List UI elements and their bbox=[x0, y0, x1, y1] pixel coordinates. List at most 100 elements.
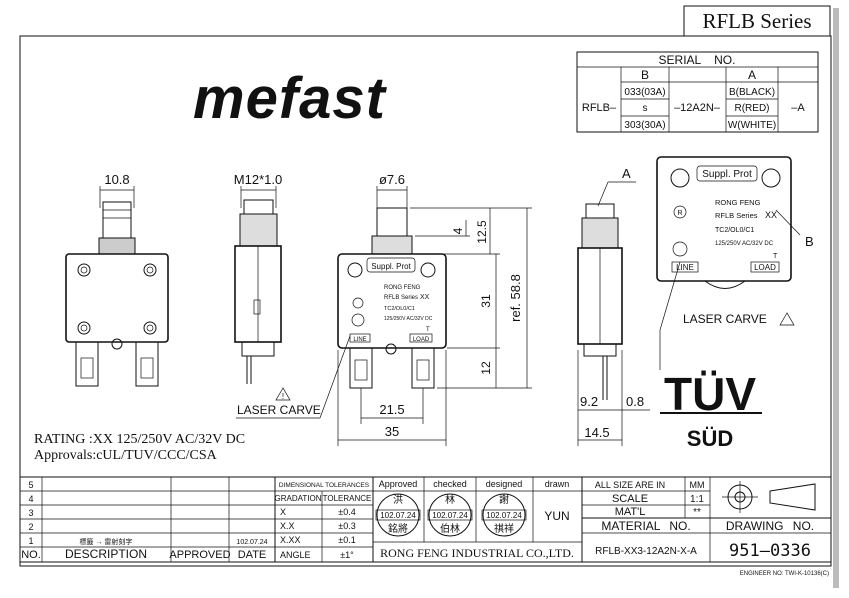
dim-14-5: 14.5 bbox=[584, 425, 609, 440]
seal-checked: 林 102.07.24 伯林 bbox=[427, 493, 473, 537]
scale-value: 1:1 bbox=[690, 494, 704, 505]
dim-21-5: 21.5 bbox=[379, 402, 404, 417]
tol-r2-grade: X.X bbox=[280, 521, 295, 531]
svg-text:102.07.24: 102.07.24 bbox=[380, 511, 416, 520]
rev-4: 4 bbox=[28, 494, 33, 504]
dim-12: 12 bbox=[479, 361, 493, 375]
svg-text:洪: 洪 bbox=[393, 494, 403, 506]
rev-1: 1 bbox=[28, 536, 33, 546]
detail-ul-mark: R bbox=[677, 210, 682, 217]
svg-text:祺祥: 祺祥 bbox=[494, 522, 514, 535]
callout-a: A bbox=[622, 166, 631, 181]
svg-text:102.07.24: 102.07.24 bbox=[486, 511, 522, 520]
serial-middle: –12A2N– bbox=[674, 102, 721, 114]
dim-thread: M12*1.0 bbox=[234, 172, 282, 187]
matl-value: ** bbox=[693, 507, 701, 518]
rev-5: 5 bbox=[28, 480, 33, 490]
tol-r2-val: ±0.3 bbox=[338, 521, 355, 531]
detail-xx: XX bbox=[765, 210, 777, 220]
drawn-by: YUN bbox=[544, 509, 569, 523]
projection-symbol-icon bbox=[722, 481, 816, 513]
brand-logo: mefast bbox=[193, 66, 388, 131]
tol-title: DIMENSIONAL TOLERANCES bbox=[279, 482, 370, 489]
warning-mark: ! bbox=[282, 392, 284, 401]
series-title: RFLB Series bbox=[702, 9, 811, 33]
warning-icon-right bbox=[779, 312, 795, 326]
serial-title: SERIAL NO. bbox=[659, 53, 736, 67]
scale-label: SCALE bbox=[612, 493, 648, 505]
detail-rating: 125/250V AC/32V DC bbox=[715, 241, 774, 247]
laser-carve-note-left: LASER CARVE bbox=[237, 403, 321, 417]
tol-col1: GRADATION bbox=[275, 494, 322, 503]
dim-diameter: ø7.6 bbox=[379, 172, 405, 187]
serial-a-red: R(RED) bbox=[735, 103, 770, 114]
sig-drawn: drawn bbox=[545, 479, 570, 489]
dim-12-5: 12.5 bbox=[475, 220, 489, 244]
tol-r3-val: ±0.1 bbox=[338, 535, 355, 545]
material-label: MATERIAL NO. bbox=[601, 519, 690, 533]
sheet-border bbox=[19, 35, 832, 567]
detail-std: TC2/OL0/C1 bbox=[715, 227, 754, 234]
dim-4: 4 bbox=[451, 227, 465, 234]
hdr-approved: APPROVED bbox=[169, 549, 230, 561]
tol-r4-grade: ANGLE bbox=[280, 550, 311, 560]
front-view: 10.8 bbox=[65, 172, 169, 387]
dim-9-2: 9.2 bbox=[580, 394, 598, 409]
serial-a-black: B(BLACK) bbox=[729, 87, 775, 98]
serial-b-min: 033(03A) bbox=[624, 87, 665, 98]
rev-3: 3 bbox=[28, 508, 33, 518]
tuv-logo-top: TÜV bbox=[664, 368, 756, 420]
svg-text:林: 林 bbox=[445, 493, 455, 506]
detail-maker: RONG FENG bbox=[715, 198, 761, 207]
detail-suppl-prot: Suppl. Prot bbox=[702, 169, 752, 180]
size-label: ALL SIZE ARE IN bbox=[595, 480, 665, 490]
tuv-logo: TÜV SÜD bbox=[660, 368, 762, 451]
dim-width-10-8: 10.8 bbox=[104, 172, 129, 187]
detail-line: LINE bbox=[676, 263, 694, 272]
drawing-number: 951–0336 bbox=[729, 541, 811, 561]
serial-table: SERIAL NO. B A RFLB– 033(03A) s 303(30A)… bbox=[576, 51, 819, 133]
dim-0-8: 0.8 bbox=[626, 394, 644, 409]
sig-checked: checked bbox=[433, 479, 467, 489]
serial-suffix: –A bbox=[791, 102, 805, 114]
sig-approved: Approved bbox=[379, 479, 418, 489]
label-line: LINE bbox=[353, 337, 366, 343]
detail-series: RFLB Series bbox=[715, 211, 758, 220]
material-value: RFLB-XX3-12A2N-X-A bbox=[595, 546, 697, 557]
label-series: RFLB Series bbox=[384, 295, 418, 301]
approvals-line: Approvals:cUL/TUV/CCC/CSA bbox=[34, 448, 218, 463]
tol-r4-val: ±1° bbox=[340, 550, 354, 560]
hdr-no: NO. bbox=[21, 549, 41, 561]
hdr-description: DESCRIPTION bbox=[65, 547, 147, 561]
svg-text:伯林: 伯林 bbox=[440, 522, 460, 535]
matl-label: MAT'L bbox=[615, 506, 646, 518]
ul-mark-icon bbox=[352, 297, 364, 309]
detail-t: T bbox=[773, 253, 778, 260]
dim-31: 31 bbox=[479, 294, 493, 308]
label-load: LOAD bbox=[413, 337, 430, 343]
rev-1-desc: 標籤 → 雷射刻字 bbox=[80, 537, 133, 546]
serial-b-max: 303(30A) bbox=[624, 120, 665, 131]
detail-ul-icon bbox=[673, 205, 687, 219]
label-suppl-prot: Suppl. Prot bbox=[371, 262, 411, 271]
serial-a-white: W(WHITE) bbox=[728, 120, 776, 131]
detail-load: LOAD bbox=[754, 263, 776, 272]
label-rating: 125/250V AC/32V DC bbox=[384, 316, 433, 322]
rev-2: 2 bbox=[28, 522, 33, 532]
tol-r3-grade: X.XX bbox=[280, 535, 301, 545]
dim-35: 35 bbox=[385, 424, 399, 439]
side-view: M12*1.0 bbox=[234, 172, 282, 384]
svg-text:102.07.24: 102.07.24 bbox=[432, 511, 468, 520]
label-detail: Suppl. Prot R RONG FENG RFLB Series XX T… bbox=[656, 156, 814, 370]
seal-designed: 謝 102.07.24 祺祥 bbox=[481, 493, 527, 537]
tol-r1-grade: X bbox=[280, 507, 286, 517]
serial-col-b: B bbox=[641, 68, 649, 82]
svg-text:謝: 謝 bbox=[499, 493, 509, 506]
right-side-view: A 14.5 9.2 0.8 bbox=[577, 166, 650, 446]
seal-approved: 洪 102.07.24 銘將 bbox=[375, 493, 421, 537]
hdr-date: DATE bbox=[238, 549, 267, 561]
label-maker: RONG FENG bbox=[384, 285, 421, 291]
engineer-no: ENGINEER NO: TWI-K-10136(C) bbox=[740, 571, 829, 577]
tuv-logo-bottom: SÜD bbox=[687, 426, 733, 451]
